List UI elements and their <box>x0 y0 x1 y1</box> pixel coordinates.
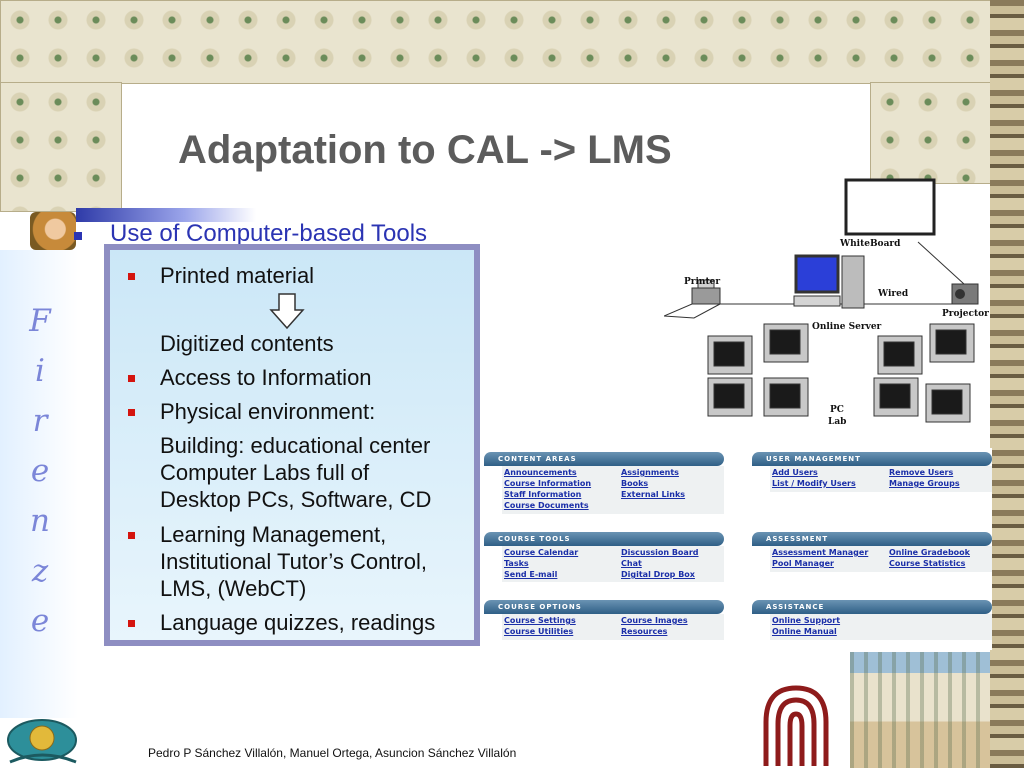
lms-link[interactable]: Course Settings <box>504 616 576 625</box>
whiteboard-label: WhiteBoard <box>839 239 901 249</box>
lms-link[interactable]: Books <box>621 479 649 488</box>
firenze-vertical-text: F i r e n z e <box>22 296 58 646</box>
lms-link[interactable]: External Links <box>621 490 686 499</box>
list-item: Building: educational center <box>160 433 431 458</box>
pc-label: PC <box>830 405 844 415</box>
side-letter: z <box>31 553 49 589</box>
title-underline-strip <box>76 208 256 222</box>
lms-link[interactable]: Manage Groups <box>889 479 960 488</box>
panel-header: COURSE TOOLS <box>484 532 724 546</box>
panel-course-tools: COURSE TOOLS Course Calendar Discussion … <box>484 532 724 582</box>
lms-link[interactable]: Online Support <box>772 616 841 625</box>
list-item: Desktop PCs, Software, CD <box>160 487 432 512</box>
bullet-icon <box>128 532 135 539</box>
lms-link[interactable]: Send E-mail <box>504 570 558 579</box>
lms-link[interactable]: Course Utilities <box>504 627 574 636</box>
lms-link[interactable]: Online Manual <box>772 627 837 636</box>
server-icon <box>793 254 865 309</box>
panel-assessment: ASSESSMENT Assessment Manager Online Gra… <box>752 532 992 572</box>
lms-link[interactable]: Assignments <box>621 468 679 477</box>
list-item: Institutional Tutor’s Control, <box>160 549 427 574</box>
list-item: Digitized contents <box>160 331 334 356</box>
bullet-list-box: Printed material Digitized contents Acce… <box>104 244 480 646</box>
side-letter: F <box>29 303 51 339</box>
panel-content-areas: CONTENT AREAS Announcements Assignments … <box>484 452 724 514</box>
panel-header: ASSESSMENT <box>752 532 992 546</box>
lms-link[interactable]: Pool Manager <box>772 559 834 568</box>
projector-icon <box>951 283 979 305</box>
florence-cathedral-image <box>850 652 990 768</box>
side-letter: n <box>30 503 50 539</box>
lms-link[interactable]: Add Users <box>772 468 818 477</box>
bullet-icon <box>128 409 135 416</box>
lms-link[interactable]: Resources <box>621 627 668 636</box>
panel-assistance: ASSISTANCE Online Support Online Manual <box>752 600 992 640</box>
server-label: Online Server <box>812 322 882 332</box>
decorative-column <box>990 0 1024 768</box>
lab-computers <box>707 323 975 423</box>
section-heading: Use of Computer-based Tools <box>110 220 428 247</box>
venus-portrait-image <box>30 212 76 250</box>
classroom-network-diagram: WhiteBoard Printer Wired Online Server P… <box>664 178 989 427</box>
printer-icon <box>664 279 721 319</box>
projector-label: Projector <box>942 309 989 319</box>
side-letter: e <box>30 603 50 639</box>
lms-link[interactable]: Staff Information <box>504 490 582 499</box>
list-item: Computer Labs full of <box>160 460 370 485</box>
footer-authors: Pedro P Sánchez Villalón, Manuel Ortega,… <box>148 746 517 760</box>
bullet-icon <box>128 620 135 627</box>
mosaic-border-right <box>870 82 992 184</box>
bullet-icon <box>128 375 135 382</box>
side-letter: r <box>32 403 48 439</box>
panel-course-options: COURSE OPTIONS Course Settings Course Im… <box>484 600 724 640</box>
list-item: Physical environment: <box>160 399 376 424</box>
lms-link[interactable]: Chat <box>621 559 642 568</box>
heading-bullet-icon <box>74 232 82 240</box>
lms-link[interactable]: Course Images <box>621 616 688 625</box>
lms-link[interactable]: Course Calendar <box>504 548 579 557</box>
lms-link[interactable]: Tasks <box>504 559 529 568</box>
side-gradient-bar <box>0 250 78 718</box>
mosaic-border-left <box>0 82 122 212</box>
bullet-icon <box>128 273 135 280</box>
lms-link[interactable]: Assessment Manager <box>772 548 869 557</box>
panel-header: CONTENT AREAS <box>484 452 724 466</box>
list-item: Language quizzes, readings <box>160 610 436 635</box>
university-logo-icon <box>763 685 829 766</box>
wired-label: Wired <box>877 289 909 299</box>
panel-user-management: USER MANAGEMENT Add Users Remove Users L… <box>752 452 992 492</box>
lms-link[interactable]: Discussion Board <box>621 548 699 557</box>
list-item: Access to Information <box>160 365 372 390</box>
lms-link[interactable]: Remove Users <box>889 468 954 477</box>
chico-logo-icon <box>7 719 77 764</box>
lms-link[interactable]: Course Documents <box>504 501 589 510</box>
panel-header: ASSISTANCE <box>752 600 992 614</box>
panel-header: COURSE OPTIONS <box>484 600 724 614</box>
lms-link[interactable]: Online Gradebook <box>889 548 970 557</box>
list-item: LMS, (WebCT) <box>160 576 307 601</box>
mosaic-border-top <box>0 0 992 84</box>
lab-label: Lab <box>828 417 846 427</box>
lms-link[interactable]: Course Information <box>504 479 592 488</box>
side-letter: e <box>30 453 50 489</box>
down-arrow-icon <box>269 293 305 330</box>
lms-link[interactable]: List / Modify Users <box>772 479 856 488</box>
whiteboard-shape <box>844 178 936 236</box>
side-letter: i <box>35 353 45 389</box>
list-item: Learning Management, <box>160 522 387 547</box>
lms-link[interactable]: Digital Drop Box <box>621 570 695 579</box>
printer-label: Printer <box>684 277 720 287</box>
lms-link[interactable]: Announcements <box>504 468 577 477</box>
lms-control-panel: CONTENT AREAS Announcements Assignments … <box>480 448 992 650</box>
lms-link[interactable]: Course Statistics <box>889 559 966 568</box>
list-item: Printed material <box>160 263 315 288</box>
slide-title: Adaptation to CAL -> LMS <box>178 128 672 172</box>
panel-header: USER MANAGEMENT <box>752 452 992 466</box>
